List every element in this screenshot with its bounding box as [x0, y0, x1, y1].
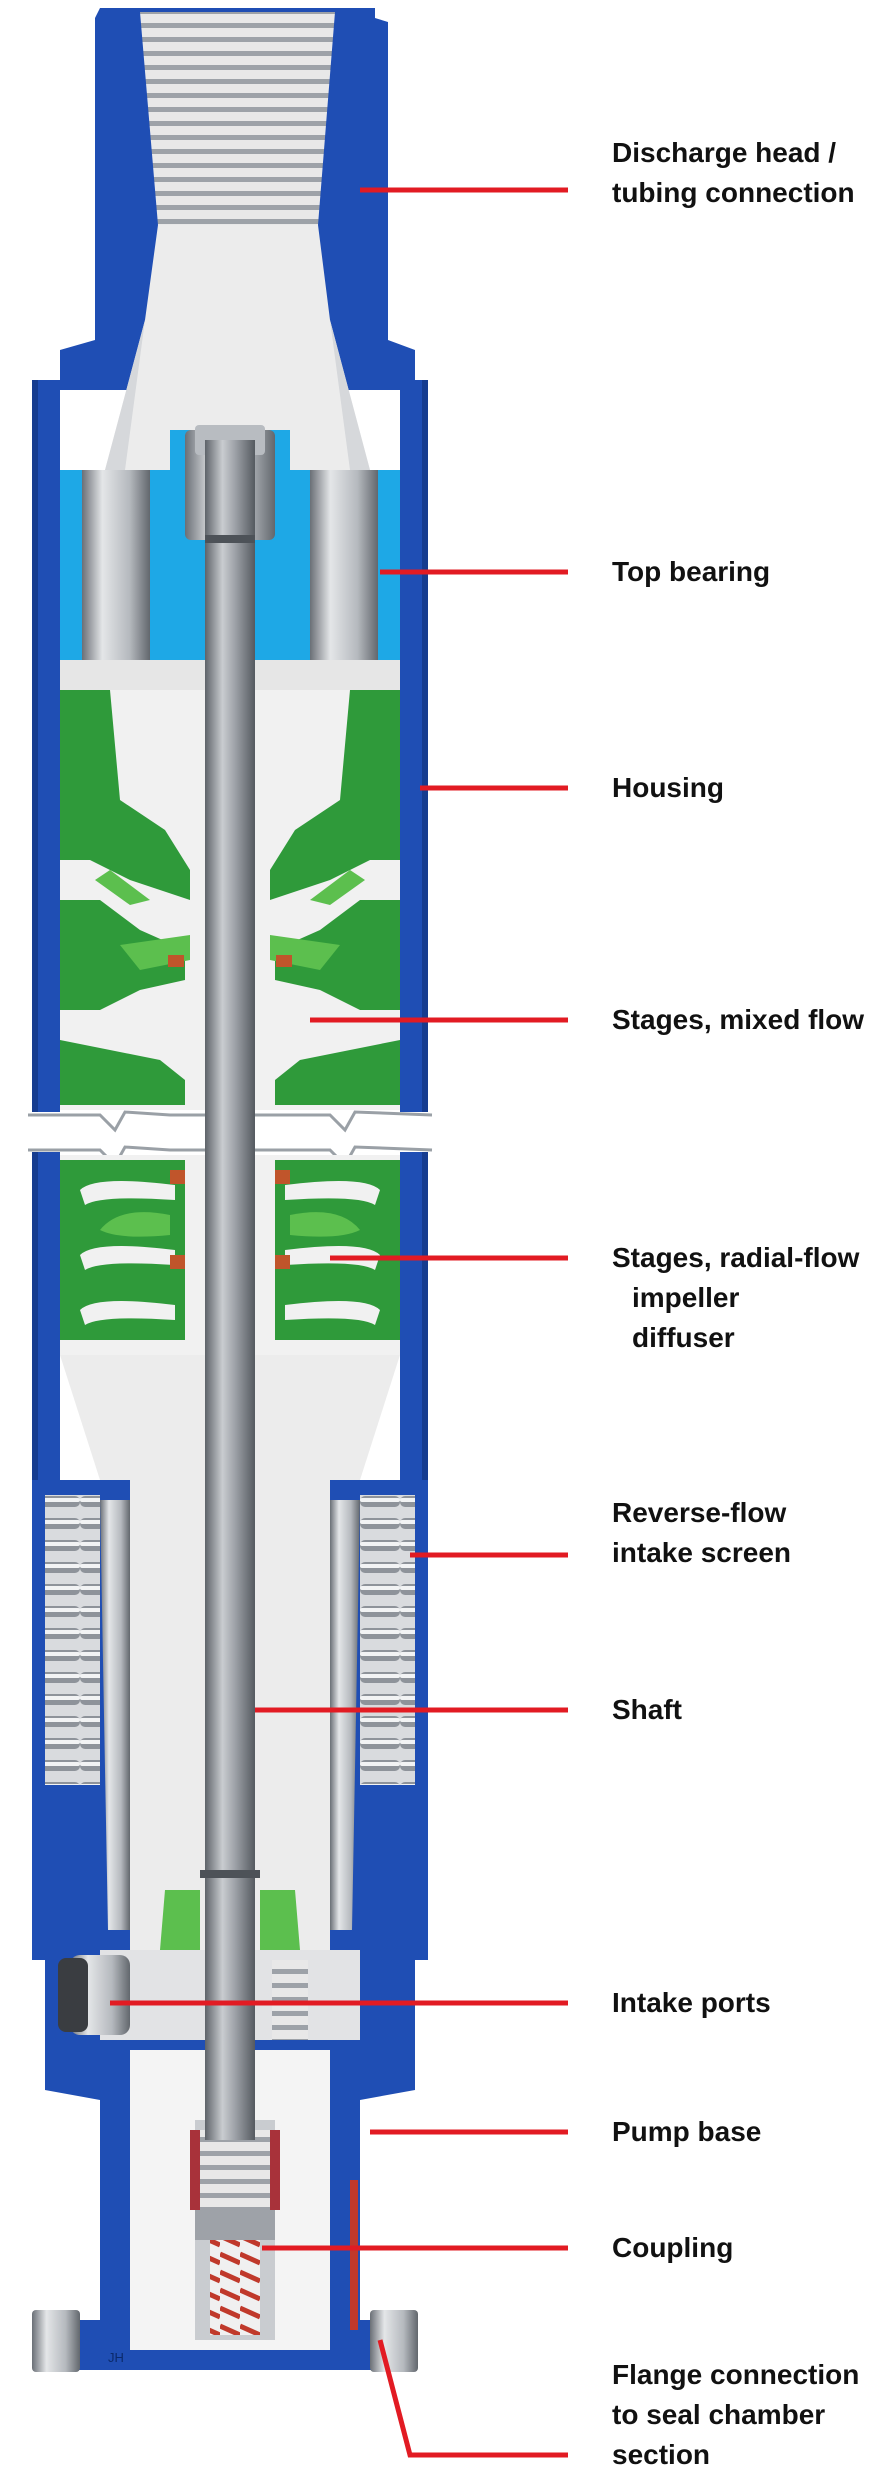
- label-line: Pump base: [612, 2116, 762, 2147]
- label-line: Coupling: [612, 2232, 734, 2263]
- label-line: diffuser: [632, 1322, 735, 1353]
- label-stages-radial-flow: Stages, radial-flow impeller diffuser: [612, 1238, 859, 1358]
- label-flange-connection: Flange connection to seal chamber sectio…: [612, 2355, 859, 2475]
- label-line: tubing connection: [612, 177, 855, 208]
- label-line: to seal chamber: [612, 2399, 826, 2430]
- label-line: impeller: [632, 1282, 740, 1313]
- label-line: Stages, mixed flow: [612, 1004, 865, 1035]
- label-line: Stages, radial-flow: [612, 1242, 860, 1273]
- label-discharge-head: Discharge head / tubing connection: [612, 133, 855, 213]
- watermark-text: JH: [108, 2350, 124, 2365]
- label-stages-mixed-flow: Stages, mixed flow: [612, 1000, 864, 1040]
- label-line: Reverse-flow: [612, 1497, 787, 1528]
- flange-foot-right: [370, 2310, 418, 2372]
- label-line: Housing: [612, 772, 724, 803]
- radial-flow-stages: [60, 1155, 400, 1355]
- label-shaft: Shaft: [612, 1690, 682, 1730]
- leader-flange: [377, 2339, 568, 2458]
- pump-base-bore: JH: [108, 2050, 358, 2365]
- shaft: [200, 440, 260, 2140]
- label-line: Intake ports: [612, 1987, 771, 2018]
- label-line: Flange connection: [612, 2359, 860, 2390]
- leader-lines: [110, 187, 568, 2458]
- label-pump-base: Pump base: [612, 2112, 761, 2152]
- coupling-spring: [210, 2240, 260, 2335]
- label-line: Top bearing: [612, 556, 771, 587]
- label-housing: Housing: [612, 768, 724, 808]
- label-line: Shaft: [612, 1694, 682, 1725]
- label-coupling: Coupling: [612, 2228, 733, 2268]
- label-intake-ports: Intake ports: [612, 1983, 771, 2023]
- intake-screen-left: [45, 1495, 100, 1785]
- label-line: Discharge head /: [612, 137, 837, 168]
- label-line: section: [612, 2439, 711, 2470]
- discharge-bore: [105, 12, 370, 470]
- label-top-bearing: Top bearing: [612, 552, 770, 592]
- label-line: intake screen: [612, 1537, 791, 1568]
- label-reverse-flow-intake-screen: Reverse-flow intake screen: [612, 1493, 791, 1573]
- intake-screen-right: [360, 1495, 415, 1785]
- flange-foot-left: [32, 2310, 80, 2372]
